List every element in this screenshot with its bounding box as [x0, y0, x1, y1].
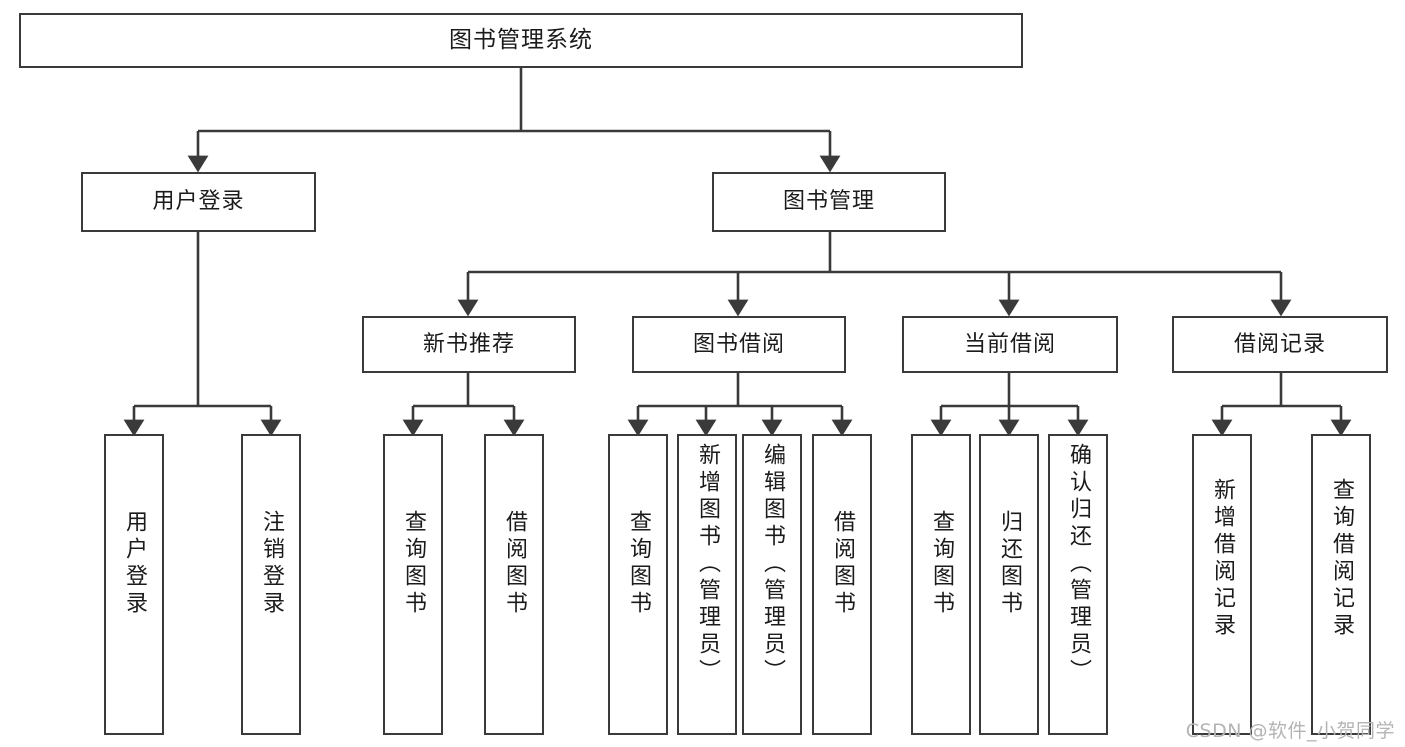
node-label: 借阅图书 — [502, 510, 527, 618]
node-label: 注销登录 — [259, 510, 284, 618]
node-leaf-query-borrow-record[interactable]: 查询借阅记录 — [1311, 434, 1371, 735]
node-label: 图书管理系统 — [449, 26, 593, 53]
node-user-login[interactable]: 用户登录 — [81, 172, 316, 232]
node-leaf-borrow-book[interactable]: 借阅图书 — [812, 434, 872, 735]
node-book-borrow[interactable]: 图书借阅 — [632, 316, 846, 373]
node-leaf-return-book[interactable]: 归还图书 — [979, 434, 1039, 735]
node-leaf-user-login[interactable]: 用户登录 — [104, 434, 164, 735]
node-leaf-query-book-recommend[interactable]: 查询图书 — [383, 434, 443, 735]
node-leaf-query-book-borrow[interactable]: 查询图书 — [608, 434, 668, 735]
node-root-book-management-system[interactable]: 图书管理系统 — [19, 13, 1023, 68]
node-new-book-recommend[interactable]: 新书推荐 — [362, 316, 576, 373]
node-label: 查询图书 — [929, 510, 954, 618]
node-leaf-borrow-book-recommend[interactable]: 借阅图书 — [484, 434, 544, 735]
node-label: 借阅图书 — [830, 510, 855, 618]
node-leaf-confirm-return-admin[interactable]: 确认归还（管理员） — [1048, 434, 1108, 735]
node-leaf-add-borrow-record[interactable]: 新增借阅记录 — [1192, 434, 1252, 735]
node-leaf-logout[interactable]: 注销登录 — [241, 434, 301, 735]
node-borrow-record[interactable]: 借阅记录 — [1172, 316, 1388, 373]
node-label: 当前借阅 — [963, 331, 1056, 357]
node-label: 借阅记录 — [1233, 331, 1326, 357]
node-label: 用户登录 — [122, 510, 147, 618]
node-label: 编辑图书（管理员） — [760, 443, 785, 686]
node-label: 图书管理 — [782, 189, 875, 215]
node-label: 归还图书 — [997, 510, 1022, 618]
node-label: 新书推荐 — [422, 331, 515, 357]
node-leaf-add-book-admin[interactable]: 新增图书（管理员） — [677, 434, 737, 735]
node-label: 用户登录 — [152, 189, 245, 215]
node-current-borrow[interactable]: 当前借阅 — [902, 316, 1118, 373]
node-leaf-query-book-current[interactable]: 查询图书 — [911, 434, 971, 735]
node-label: 新增借阅记录 — [1210, 478, 1235, 640]
node-label: 查询借阅记录 — [1329, 478, 1354, 640]
node-leaf-edit-book-admin[interactable]: 编辑图书（管理员） — [742, 434, 802, 735]
node-book-management[interactable]: 图书管理 — [712, 172, 946, 232]
node-label: 查询图书 — [626, 510, 651, 618]
node-label: 新增图书（管理员） — [695, 443, 720, 686]
node-label: 确认归还（管理员） — [1066, 443, 1091, 686]
node-label: 图书借阅 — [692, 331, 785, 357]
node-label: 查询图书 — [401, 510, 426, 618]
watermark-text: CSDN @软件_小贺同学 — [1185, 720, 1395, 742]
